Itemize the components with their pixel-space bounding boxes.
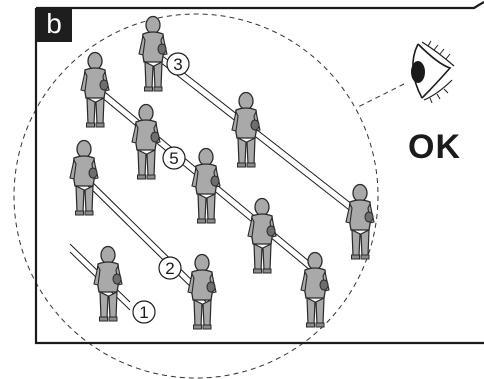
player-figure: [138, 15, 168, 92]
player-figure: [191, 147, 221, 224]
player-figure: [247, 197, 277, 274]
svg-text:3: 3: [173, 55, 182, 74]
player-figure: [69, 139, 99, 216]
svg-text:5: 5: [169, 149, 178, 168]
rod-number-1: 1: [132, 300, 156, 324]
rod-number-2: 2: [158, 256, 182, 280]
eye-icon: [411, 40, 455, 104]
player-figure: [345, 183, 375, 260]
svg-text:1: 1: [139, 303, 148, 322]
rod-number-3: 3: [166, 52, 190, 76]
panel-label: b: [36, 8, 72, 42]
verdict-text: OK: [408, 128, 461, 166]
player-figure: [80, 51, 110, 128]
table-frame: [34, 8, 484, 345]
svg-text:2: 2: [165, 259, 174, 278]
player-figure: [93, 245, 123, 322]
view-circle: [13, 13, 379, 379]
table-frame-top: [36, 1, 484, 10]
rod-number-5: 5: [162, 146, 186, 170]
sight-line: [355, 83, 405, 109]
player-figure: [187, 253, 217, 330]
rod-2: [79, 169, 209, 305]
player-figure: [231, 91, 261, 168]
player-figure: [300, 251, 330, 328]
player-figure: [131, 103, 161, 180]
